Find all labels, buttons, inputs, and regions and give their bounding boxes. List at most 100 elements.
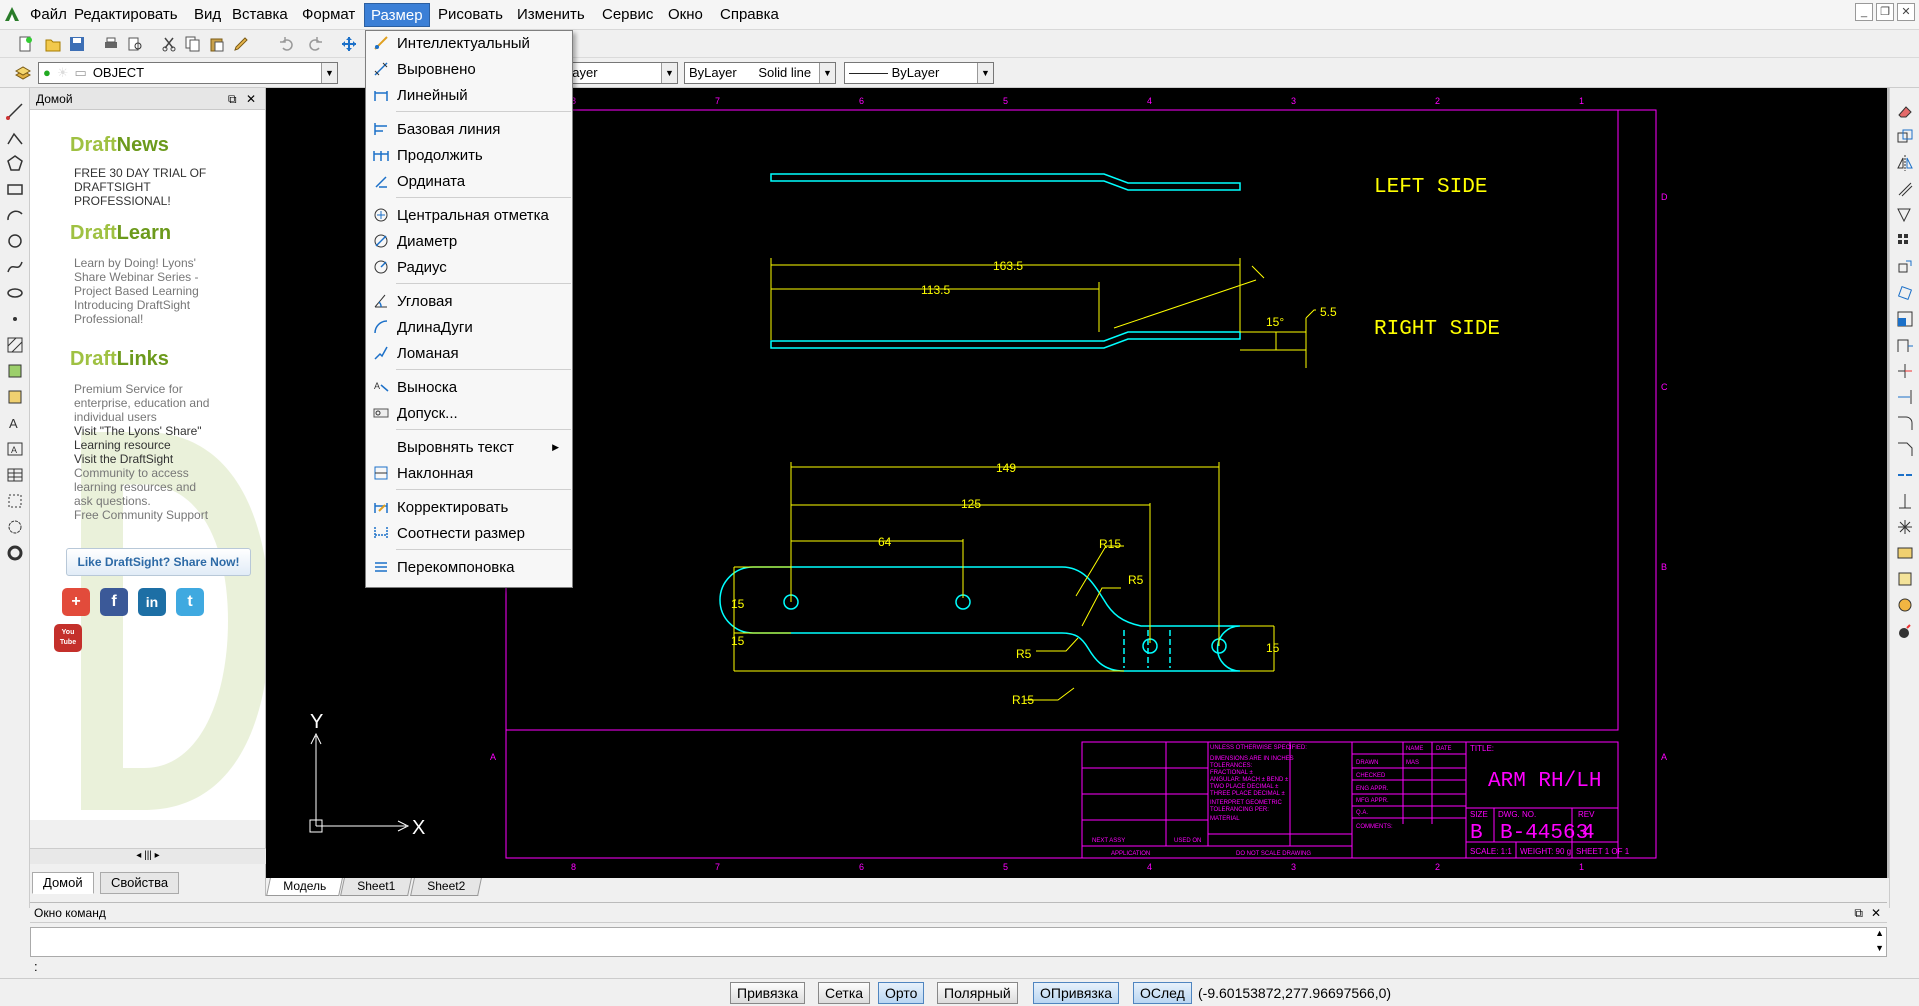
etrack-toggle[interactable]: ОСлед (1133, 982, 1192, 1004)
menu-modify[interactable]: Изменить (517, 6, 585, 23)
menu-item-baseline[interactable]: Базовая линия (367, 117, 571, 142)
linkedin-icon[interactable]: in (138, 588, 166, 616)
twitter-icon[interactable]: t (176, 588, 204, 616)
move-icon[interactable] (1896, 258, 1914, 276)
mirror-icon[interactable] (1896, 154, 1914, 172)
rotate-icon[interactable] (1896, 284, 1914, 302)
google-plus-icon[interactable]: + (62, 588, 90, 616)
donut-tool-icon[interactable] (6, 544, 24, 562)
pan-icon[interactable] (338, 33, 360, 55)
links-item[interactable]: individual users (74, 410, 157, 424)
properties-icon[interactable] (1896, 596, 1914, 614)
stretch-icon[interactable] (1896, 336, 1914, 354)
links-item[interactable]: ask questions. (74, 494, 151, 508)
links-item[interactable]: Free Community Support (74, 508, 209, 522)
polygon-tool-icon[interactable] (6, 154, 24, 172)
menu-help[interactable]: Справка (720, 6, 779, 23)
links-item[interactable]: Visit "The Lyons' Share" (74, 424, 202, 438)
polar-toggle[interactable]: Полярный (937, 982, 1018, 1004)
menu-insert[interactable]: Вставка (232, 6, 288, 23)
fillet-icon[interactable] (1896, 414, 1914, 432)
news-link[interactable]: PROFESSIONAL! (74, 194, 171, 208)
close-icon[interactable]: ✕ (246, 92, 257, 106)
bomb-icon[interactable] (1896, 622, 1914, 640)
arc-tool-icon[interactable] (6, 206, 24, 224)
menu-edit[interactable]: Редактировать (74, 6, 178, 23)
copy-icon[interactable] (182, 33, 204, 55)
like-share-button[interactable]: Like DraftSight? Share Now! (66, 548, 251, 576)
block-tool-icon[interactable] (6, 362, 24, 380)
revision-cloud-icon[interactable] (6, 518, 24, 536)
drawing-vertical-scrollbar[interactable] (1887, 88, 1889, 878)
tab-properties[interactable]: Свойства (100, 872, 180, 894)
chamfer-icon[interactable] (1896, 440, 1914, 458)
links-item[interactable]: Premium Service for (74, 382, 183, 396)
point-tool-icon[interactable] (6, 310, 24, 328)
learn-link[interactable]: Introducing DraftSight (74, 298, 191, 312)
links-item[interactable]: learning resources and (74, 480, 197, 494)
news-link[interactable]: FREE 30 DAY TRIAL OF (74, 166, 207, 180)
menu-tools[interactable]: Сервис (602, 6, 654, 23)
menu-item-tolerance[interactable]: Допуск... (367, 401, 571, 426)
menu-item-diameter[interactable]: Диаметр (367, 229, 571, 254)
menu-item-reassociate[interactable]: Соотнести размер (367, 521, 571, 546)
join-icon[interactable] (1896, 466, 1914, 484)
restore-icon[interactable]: ❐ (1876, 3, 1894, 21)
tab-sheet2[interactable]: Sheet2 (410, 878, 482, 896)
menu-item-continue[interactable]: Продолжить (367, 143, 571, 168)
polyline-tool-icon[interactable] (6, 128, 24, 146)
tab-home[interactable]: Домой (32, 872, 94, 894)
region-tool-icon[interactable] (6, 492, 24, 510)
menu-item-edit-dimension[interactable]: Корректировать (367, 495, 571, 520)
cut-icon[interactable] (158, 33, 180, 55)
print-preview-icon[interactable] (124, 33, 146, 55)
menu-item-radius[interactable]: Радиус (367, 255, 571, 280)
menu-item-jogged[interactable]: Ломаная (367, 341, 571, 366)
menu-item-aligned[interactable]: Выровнено (367, 57, 571, 82)
menu-item-center-mark[interactable]: Центральная отметка (367, 203, 571, 228)
block-edit-icon[interactable] (1896, 570, 1914, 588)
menu-item-arc-length[interactable]: ДлинаДуги (367, 315, 571, 340)
menu-format[interactable]: Формат (302, 6, 356, 23)
grid-toggle[interactable]: Сетка (818, 982, 871, 1004)
pencil-icon[interactable] (230, 33, 252, 55)
layer-manager-icon[interactable] (12, 62, 34, 84)
tab-model[interactable]: Модель (266, 878, 343, 896)
snap-toggle[interactable]: Привязка (730, 982, 806, 1004)
scroll-up-icon[interactable]: ▲ (1875, 928, 1884, 938)
hatch-tool-icon[interactable] (6, 336, 24, 354)
open-file-icon[interactable] (42, 33, 64, 55)
table-tool-icon[interactable] (6, 466, 24, 484)
redo-icon[interactable] (304, 33, 326, 55)
facebook-icon[interactable]: f (100, 588, 128, 616)
menu-draw[interactable]: Рисовать (438, 6, 503, 23)
trim-icon[interactable] (1896, 362, 1914, 380)
menu-item-oblique[interactable]: Наклонная (367, 461, 571, 486)
menu-item-align-text[interactable]: Выровнять текст▶ (367, 435, 571, 460)
insert-block-icon[interactable] (6, 388, 24, 406)
copy-entity-icon[interactable] (1896, 128, 1914, 146)
youtube-icon[interactable]: You Tube (54, 624, 82, 652)
text-tool-icon[interactable]: A (6, 414, 24, 432)
layer-dropdown[interactable]: ●☀▭OBJECT ▼ (38, 62, 338, 84)
lineweight-dropdown[interactable]: ——— ByLayer ▼ (844, 62, 994, 84)
break-icon[interactable] (1896, 492, 1914, 510)
new-file-icon[interactable] (14, 33, 36, 55)
extend-icon[interactable] (1896, 388, 1914, 406)
menu-item-ordinate[interactable]: Ордината (367, 169, 571, 194)
scroll-down-icon[interactable]: ▼ (1875, 943, 1884, 953)
close-icon[interactable]: ✕ (1897, 3, 1915, 21)
pattern-icon[interactable] (1896, 206, 1914, 224)
scale-icon[interactable] (1896, 310, 1914, 328)
menu-dimension[interactable]: Размер (364, 3, 430, 27)
color-dropdown[interactable]: Layer ▼ (560, 62, 678, 84)
ortho-toggle[interactable]: Орто (878, 982, 925, 1004)
command-history[interactable]: ▲ ▼ (30, 927, 1887, 957)
circle-tool-icon[interactable] (6, 232, 24, 250)
menu-item-smart[interactable]: Интеллектуальный (367, 31, 571, 56)
line-tool-icon[interactable] (6, 102, 24, 120)
links-item[interactable]: Learning resource (74, 438, 171, 452)
erase-icon[interactable] (1896, 102, 1914, 120)
learn-link[interactable]: Project Based Learning (74, 284, 199, 298)
